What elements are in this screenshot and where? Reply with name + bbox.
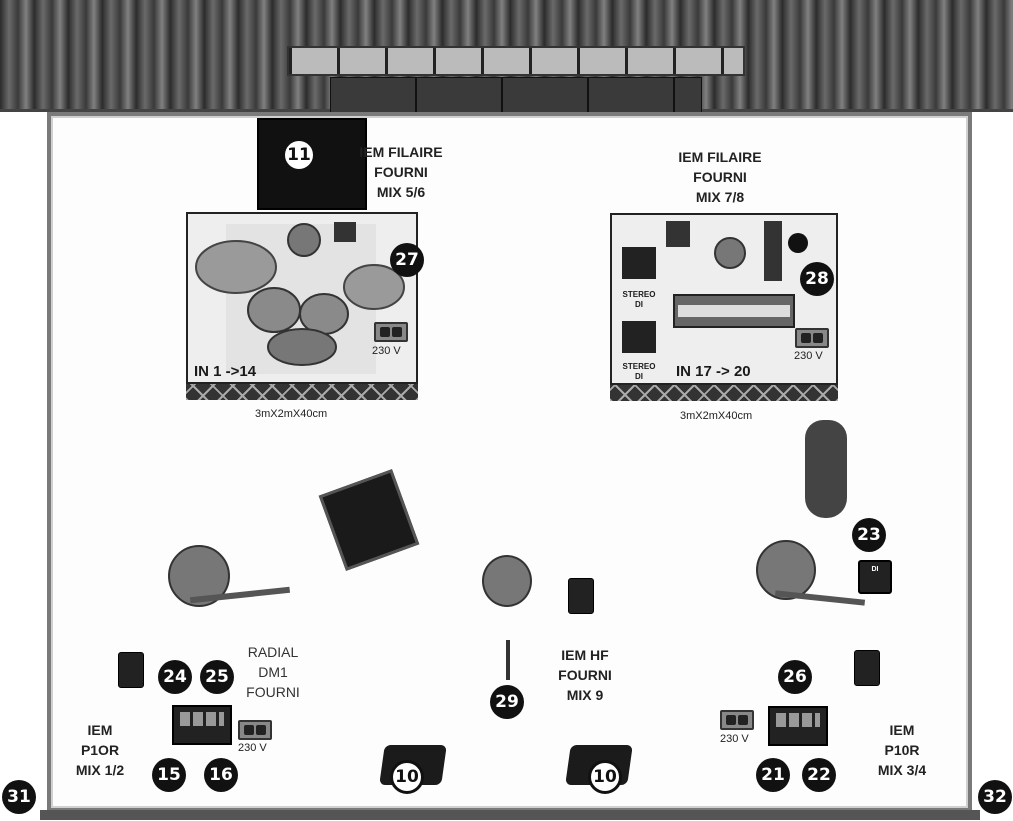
drum-riser-size: 3mX2mX40cm <box>255 408 327 420</box>
left-pedalboard <box>172 705 232 745</box>
left-voltage: 230 V <box>238 742 267 754</box>
center-mic-stand <box>506 640 510 680</box>
left-iem-label: IEM P1OR MIX 1/2 <box>60 720 140 780</box>
wedge-right-number: 10 <box>588 760 622 794</box>
amp-number-badge: 11 <box>282 138 316 172</box>
drum-iem-line-1: IEM FILAIRE <box>340 142 462 162</box>
right-number-21: 21 <box>756 758 790 792</box>
drum-iem-label: IEM FILAIRE FOURNI MIX 5/6 <box>340 142 462 202</box>
right-voltage: 230 V <box>720 733 749 745</box>
right-iem-line-1: IEM <box>862 720 942 740</box>
drummer <box>288 224 320 256</box>
center-iem-line-1: IEM HF <box>545 645 625 665</box>
right-iem-beltpack <box>854 650 880 686</box>
stereo-di-top <box>622 247 656 279</box>
keys-iem-label: IEM FILAIRE FOURNI MIX 7/8 <box>660 147 780 207</box>
right-number-23: 23 <box>852 518 886 552</box>
stage-front-edge <box>40 810 980 820</box>
keys-riser-truss <box>610 385 838 401</box>
tom-left <box>248 288 300 332</box>
center-singer <box>482 555 532 607</box>
left-power-outlet <box>238 720 272 740</box>
tom-right <box>300 294 348 334</box>
corner-number-left: 31 <box>2 780 36 814</box>
drum-kit-illustration <box>186 212 418 384</box>
radial-label: RADIAL DM1 FOURNI <box>238 642 308 702</box>
left-number-16: 16 <box>204 758 238 792</box>
keyboardist <box>715 238 745 268</box>
right-iem-line-2: P10R <box>862 740 942 760</box>
right-di-label: DI <box>858 566 892 573</box>
right-iem-line-3: MIX 3/4 <box>862 760 942 780</box>
drum-mic-number: 27 <box>390 243 424 277</box>
overhead-truss <box>287 46 745 76</box>
keys-iem-line-1: IEM FILAIRE <box>660 147 780 167</box>
stereo-di-top-line-2: DI <box>620 300 658 310</box>
radial-line-2: DM1 <box>238 662 308 682</box>
drum-power-outlet <box>374 322 408 342</box>
center-iem-label: IEM HF FOURNI MIX 9 <box>545 645 625 705</box>
keys-iem-line-2: FOURNI <box>660 167 780 187</box>
cymbal-left <box>196 241 276 293</box>
drum-riser-truss <box>186 384 418 400</box>
keyboard-keys <box>678 305 790 317</box>
keys-iem-line-3: MIX 7/8 <box>660 187 780 207</box>
center-mic-number: 29 <box>490 685 524 719</box>
left-number-25: 25 <box>200 660 234 694</box>
stereo-di-label-top: STEREO DI <box>620 290 658 310</box>
keys-mic-number: 28 <box>800 262 834 296</box>
left-iem-line-3: MIX 1/2 <box>60 760 140 780</box>
keys-voltage: 230 V <box>794 350 823 362</box>
radial-line-3: FOURNI <box>238 682 308 702</box>
iem-unit <box>666 221 690 247</box>
center-iem-beltpack <box>568 578 594 614</box>
keys-amp <box>764 221 782 281</box>
stereo-di-bottom-line-2: DI <box>620 372 658 382</box>
acoustic-guitar <box>805 420 847 518</box>
right-power-outlet <box>720 710 754 730</box>
drum-voltage: 230 V <box>372 345 401 357</box>
drum-iem-line-3: MIX 5/6 <box>340 182 462 202</box>
left-iem-line-2: P1OR <box>60 740 140 760</box>
led-screen <box>330 77 702 114</box>
keys-power-outlet <box>795 328 829 348</box>
right-number-22: 22 <box>802 758 836 792</box>
right-pedalboard <box>768 706 828 746</box>
left-number-24: 24 <box>158 660 192 694</box>
center-iem-line-2: FOURNI <box>545 665 625 685</box>
keys-inputs: IN 17 -> 20 <box>676 363 751 380</box>
stereo-di-bottom-line-1: STEREO <box>620 362 658 372</box>
wedge-left-number: 10 <box>390 760 424 794</box>
iem-unit <box>334 222 356 242</box>
drum-iem-line-2: FOURNI <box>340 162 462 182</box>
stereo-di-top-line-1: STEREO <box>620 290 658 300</box>
radial-line-1: RADIAL <box>238 642 308 662</box>
drum-inputs: IN 1 ->14 <box>194 363 256 380</box>
mic-stand <box>788 233 808 253</box>
corner-number-right: 32 <box>978 780 1012 814</box>
keys-riser-size: 3mX2mX40cm <box>680 410 752 422</box>
stereo-di-bottom <box>622 321 656 353</box>
stereo-di-label-bottom: STEREO DI <box>620 362 658 382</box>
center-iem-line-3: MIX 9 <box>545 685 625 705</box>
right-number-26: 26 <box>778 660 812 694</box>
left-number-15: 15 <box>152 758 186 792</box>
kick-drum <box>268 329 336 365</box>
left-iem-line-1: IEM <box>60 720 140 740</box>
left-iem-beltpack <box>118 652 144 688</box>
right-iem-label: IEM P10R MIX 3/4 <box>862 720 942 780</box>
